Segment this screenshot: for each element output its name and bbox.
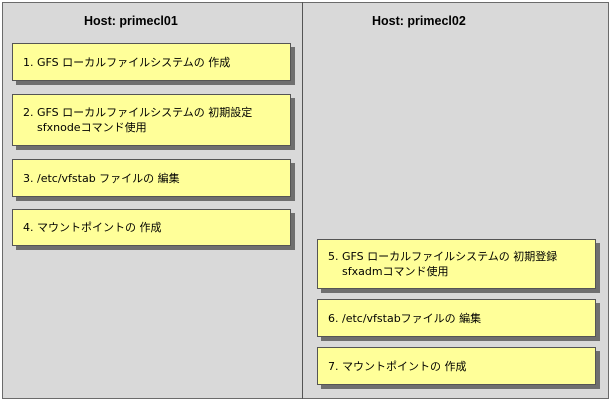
- step-1-text: 1. GFS ローカルファイルシステムの 作成: [23, 55, 231, 69]
- step-box-6: 6. /etc/vfstabファイルの 編集: [317, 299, 596, 337]
- step-5-text: 5. GFS ローカルファイルシステムの 初期登録: [328, 250, 558, 263]
- step-box-4: 4. マウントポイントの 作成: [12, 209, 291, 246]
- step-7-text: 7. マウントポイントの 作成: [328, 359, 467, 373]
- step-box-2: 2. GFS ローカルファイルシステムの 初期設定 sfxnodeコマンド使用: [12, 94, 291, 146]
- step-3-text: 3. /etc/vfstab ファイルの 編集: [23, 171, 180, 185]
- host-divider: [302, 2, 303, 399]
- step-4-text: 4. マウントポイントの 作成: [23, 221, 162, 234]
- step-box-7: 7. マウントポイントの 作成: [317, 347, 596, 385]
- host-label-primecl02: Host: primecl02: [372, 14, 466, 28]
- step-6-text: 6. /etc/vfstabファイルの 編集: [328, 311, 482, 325]
- step-box-1: 1. GFS ローカルファイルシステムの 作成: [12, 43, 291, 81]
- step-2-text: 2. GFS ローカルファイルシステムの 初期設定: [23, 106, 253, 119]
- host-label-primecl01: Host: primecl01: [84, 14, 178, 28]
- step-5-subtext: sfxadmコマンド使用: [342, 265, 449, 278]
- step-box-3: 3. /etc/vfstab ファイルの 編集: [12, 159, 291, 197]
- step-box-5: 5. GFS ローカルファイルシステムの 初期登録 sfxadmコマンド使用: [317, 239, 596, 289]
- step-2-subtext: sfxnodeコマンド使用: [37, 121, 147, 134]
